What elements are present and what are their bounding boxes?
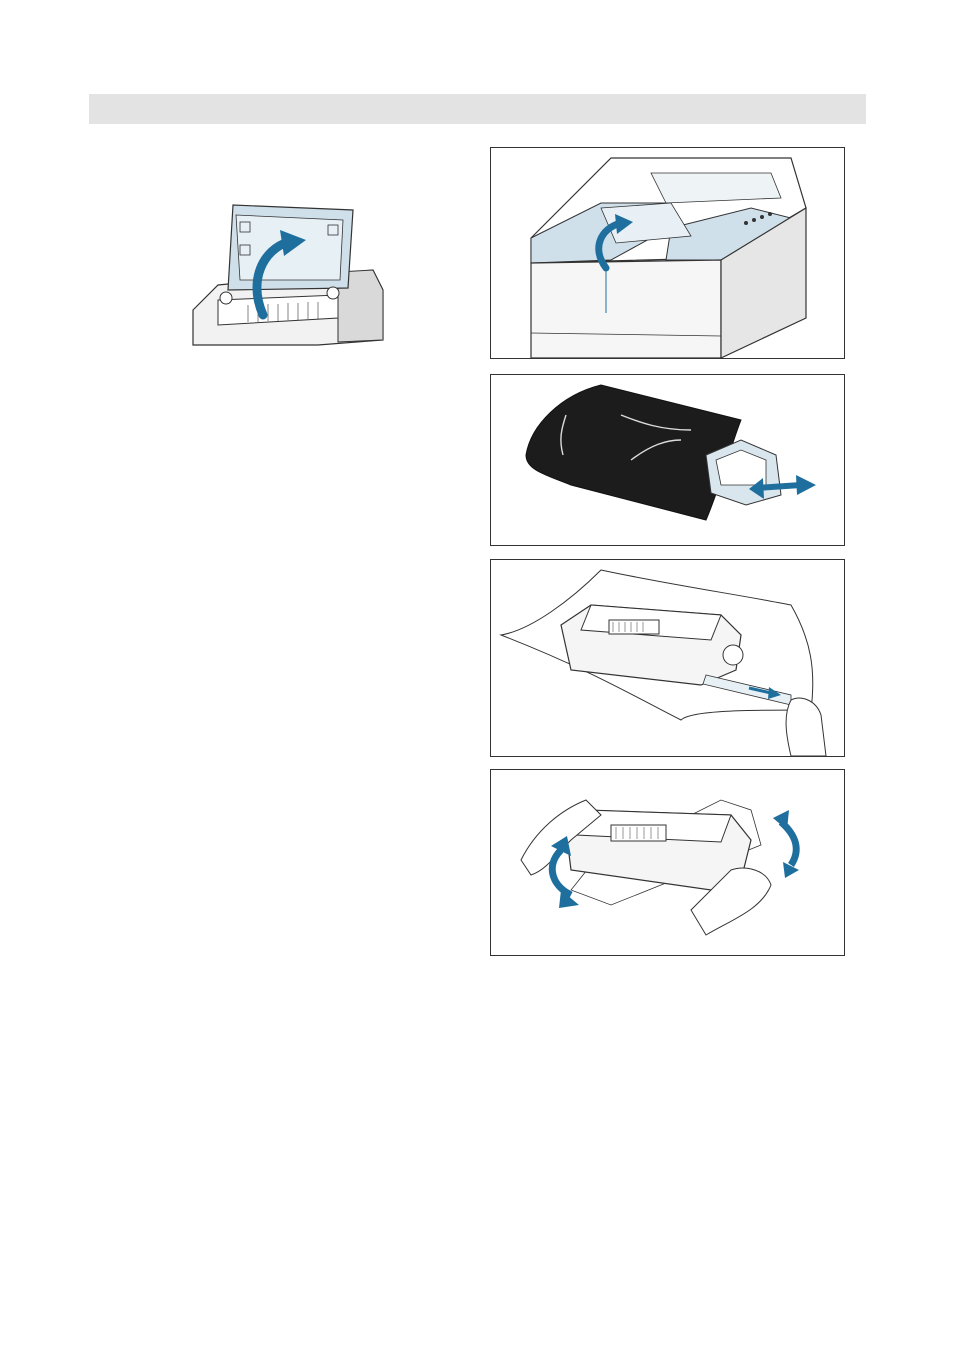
section-header-bar (89, 94, 866, 124)
pull-sealing-tape-illustration (491, 560, 844, 756)
figure-open-top-cover (490, 147, 845, 359)
open-inner-cover-illustration (188, 200, 384, 347)
figure-open-inner-cover (188, 200, 384, 347)
open-top-cover-illustration (491, 148, 844, 358)
figure-pull-tape (490, 559, 845, 757)
figure-remove-from-bag (490, 374, 845, 546)
rock-cartridge-illustration (491, 770, 844, 955)
figure-rock-cartridge (490, 769, 845, 956)
remove-cartridge-from-bag-illustration (491, 375, 844, 545)
